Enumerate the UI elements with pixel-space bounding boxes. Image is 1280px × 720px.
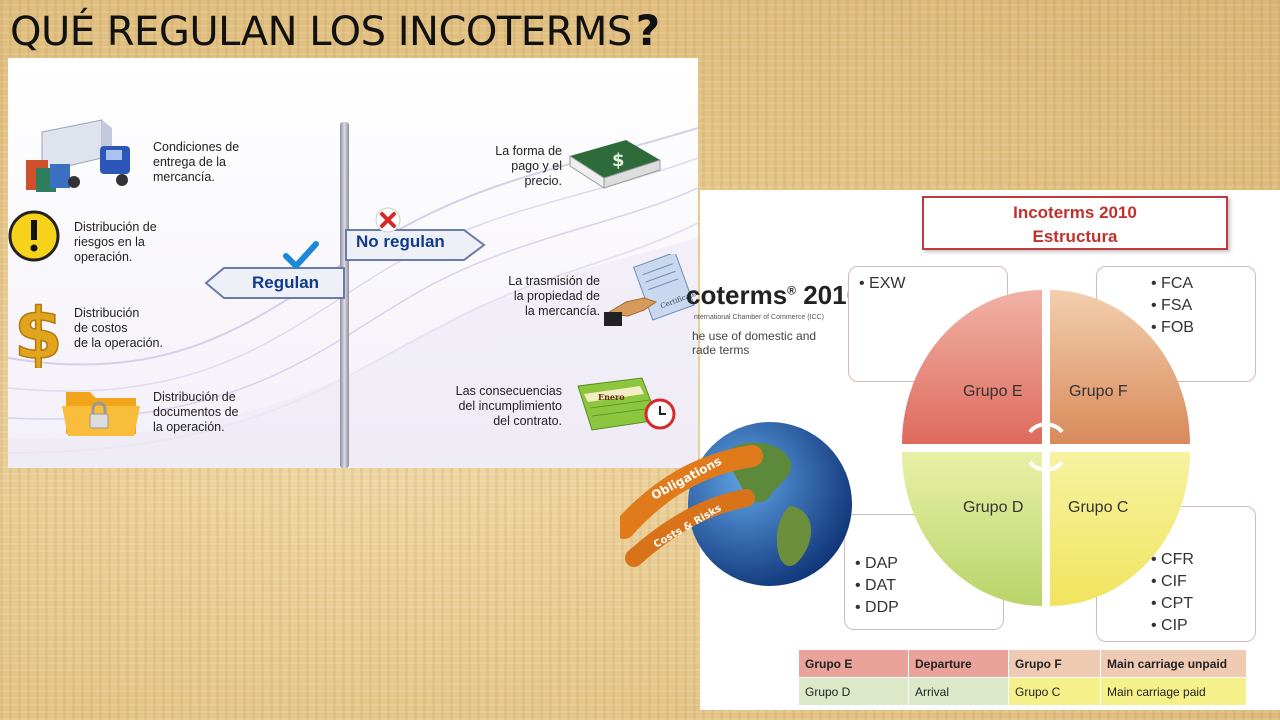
arc-arrow-top <box>1028 422 1064 434</box>
checkmark-icon <box>283 241 319 269</box>
label-grupo-f: Grupo F <box>1069 383 1128 400</box>
grupos-circle <box>902 290 1190 606</box>
truck-icon <box>26 119 130 192</box>
money-stack-icon: $ <box>569 140 661 189</box>
svg-text:Enero: Enero <box>598 392 625 402</box>
ad-description: he use of domestic and rade terms <box>692 329 817 357</box>
page-title: QUÉ REGULAN LOS INCOTERMS? <box>10 6 660 55</box>
item-propiedad: La trasmisión de la propiedad de la merc… <box>508 274 600 318</box>
quadrant-grupo-c <box>1050 452 1190 606</box>
label-grupo-e: Grupo E <box>963 383 1023 400</box>
calendar-clock-icon: Enero <box>577 377 676 431</box>
quadrant-grupo-f <box>1050 290 1190 444</box>
dollar-icon: $ <box>13 292 63 368</box>
cross-icon <box>375 207 401 233</box>
label-grupo-d: Grupo D <box>963 499 1024 516</box>
item-costos: Distribución de costos de la operación. <box>74 306 163 350</box>
quadrant-grupo-e <box>902 290 1042 444</box>
no-regulan-label: No regulan <box>356 232 445 251</box>
legend-row: Grupo D Arrival Grupo C Main carriage pa… <box>798 677 1247 706</box>
regulan-label: Regulan <box>252 273 320 292</box>
incoterms-structure: Incoterms 2010 Estructura coterms® 2010 … <box>686 190 1280 710</box>
globe-icon: Obligations Costs & Risks <box>620 422 852 586</box>
obligations-arrow <box>620 445 763 539</box>
legend-row: Grupo E Departure Grupo F Main carriage … <box>798 649 1247 678</box>
icc-subtitle: nternational Chamber of Commerce (ICC) <box>694 314 824 321</box>
arc-arrow-bottom <box>1028 460 1064 472</box>
incoterms-ad-title: coterms® 2010 <box>686 280 862 310</box>
svg-text:$: $ <box>612 150 625 171</box>
regulan-sign <box>204 267 345 299</box>
folder-lock-icon <box>62 392 140 436</box>
svg-text:$: $ <box>14 293 63 368</box>
no-regulan-sign <box>345 229 486 261</box>
warning-icon <box>8 210 60 262</box>
label-grupo-c: Grupo C <box>1068 499 1129 516</box>
item-entrega: Condiciones de entrega de la mercancía. <box>153 140 240 184</box>
quadrant-grupo-d <box>902 452 1042 606</box>
item-riesgos: Distribución de riesgos en la operación. <box>74 220 157 264</box>
item-incumplimiento: Las consecuencias del incumplimiento del… <box>455 384 562 428</box>
certificate-hand-icon: Certificate <box>604 254 696 326</box>
structure-header: Incoterms 2010 Estructura <box>922 196 1228 250</box>
item-pago: La forma de pago y el precio. <box>495 144 562 188</box>
regulan-diagram: No regulan Regulan Condiciones de entreg… <box>8 58 698 468</box>
costs-risks-arrow <box>625 489 755 567</box>
item-documentos: Distribución de documentos de la operaci… <box>153 390 239 434</box>
legend-table: Grupo E Departure Grupo F Main carriage … <box>798 649 1247 706</box>
title-question-mark: ? <box>635 6 660 55</box>
